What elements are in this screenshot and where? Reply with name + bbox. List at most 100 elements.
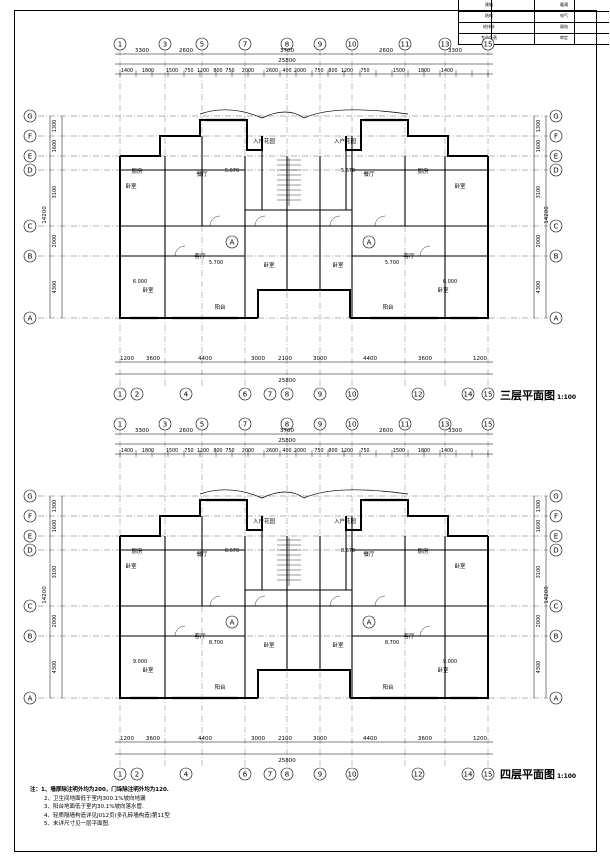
fourth-floor-top-dim-1: 3300 <box>135 428 149 434</box>
third-floor-axis-left-F-label: F <box>28 133 32 141</box>
third-floor-room-label: 入户花园 <box>253 137 276 145</box>
sheet-border <box>14 10 597 852</box>
third-floor-door-arc <box>174 245 186 257</box>
third-floor-axis-bottom-4-circle <box>179 387 193 401</box>
third-floor-top-dim-2: 1400 <box>121 68 133 74</box>
fourth-floor-bottom-dim: 3000 <box>313 736 327 742</box>
third-floor-level-mark: 5.670 <box>225 168 239 174</box>
fourth-floor-axis-bottom-10-circle <box>345 767 359 781</box>
title-block-cell: 暖通 <box>560 2 568 7</box>
fourth-floor-bottom-total: 25800 <box>278 758 296 764</box>
fourth-floor-axis-left-F-label: F <box>28 513 32 521</box>
third-floor-bottom-dim: 3600 <box>418 356 432 362</box>
third-floor-level-mark: 6.000 <box>133 279 147 285</box>
third-floor-outer-wall-right-top <box>345 119 488 157</box>
third-floor-side-dim-right: 3100 <box>536 186 542 199</box>
note-2: 2、卫生间地面低于室内300.1%坡向地漏 <box>44 795 146 802</box>
title-block-cell: 电气 <box>560 13 568 18</box>
third-floor-top-dim-1: 3300 <box>135 48 149 54</box>
third-floor-axis-right-D-circle <box>549 163 563 177</box>
fourth-floor-axis-bottom-15-label: 15 <box>484 771 493 779</box>
third-floor-axis-bottom-10-label: 10 <box>348 391 357 399</box>
third-floor-axis-left-A-label: A <box>28 315 33 323</box>
third-floor-bottom-dim: 3000 <box>313 356 327 362</box>
third-floor-axis-right-F-circle <box>549 129 563 143</box>
fourth-floor-axis-right-C-circle <box>549 599 563 613</box>
third-floor-axis-left-C-circle <box>23 219 37 233</box>
third-floor-room-label: 入户花园 <box>334 137 357 145</box>
third-floor-bottom-dim: 3000 <box>251 356 265 362</box>
fourth-floor-top-dim-2: 2000 <box>294 448 306 454</box>
third-floor-axis-bottom-8-label: 8 <box>285 391 289 399</box>
fourth-floor-axis-bottom-7-circle <box>263 767 277 781</box>
third-floor-top-dim-2: 1800 <box>142 68 154 74</box>
fourth-floor-room-label: 客厅 <box>403 632 415 640</box>
third-floor-axis-top-15-label: 15 <box>484 41 493 49</box>
fourth-floor-level-mark: 9.000 <box>133 659 147 665</box>
third-floor-top-dim-1: 2600 <box>179 48 193 54</box>
fourth-floor-axis-right-D-circle <box>549 543 563 557</box>
third-floor-axis-right-G-label: G <box>553 113 558 121</box>
fourth-floor-axis-right-B-circle <box>549 629 563 643</box>
fourth-floor-level-mark: 8.670 <box>341 548 355 554</box>
third-floor-axis-top-3-label: 3 <box>163 41 167 49</box>
fourth-floor-side-dim-right: 1300 <box>536 500 542 513</box>
fourth-floor-top-dim-2: 750 <box>314 448 323 454</box>
third-floor-axis-right-D-label: D <box>553 167 558 175</box>
third-floor-axis-left-B-circle <box>23 249 37 263</box>
fourth-floor-unit-circle <box>362 615 376 629</box>
third-floor-canopy-curve <box>199 109 409 119</box>
third-floor-side-dim-left: 2000 <box>52 235 58 248</box>
third-floor-axis-right-B-circle <box>549 249 563 263</box>
third-floor-axis-left-G-label: G <box>27 113 32 121</box>
fourth-floor-top-dim-1: 3300 <box>448 428 462 434</box>
fourth-floor-axis-right-A-circle <box>549 691 563 705</box>
fourth-floor-outer-wall-left-top <box>120 499 263 537</box>
third-floor-outer-wall-left-top <box>120 119 263 157</box>
fourth-floor-room-label: 阳台 <box>382 683 394 691</box>
third-floor-room-label: 餐厅 <box>363 170 375 178</box>
third-floor-axis-left-E-label: E <box>28 153 32 161</box>
third-floor-door-arc <box>329 215 341 227</box>
title-block-rule <box>574 0 575 44</box>
third-floor-top-dim-2: 400 <box>282 68 291 74</box>
fourth-floor-axis-top-1-label: 1 <box>118 421 122 429</box>
third-floor-axis-left-B-label: B <box>28 253 33 261</box>
fourth-floor-top-dim-2: 1200 <box>197 448 209 454</box>
fourth-floor-side-total-right: 14200 <box>544 586 550 604</box>
third-floor-side-dim-left: 4300 <box>52 281 58 294</box>
third-floor-axis-top-1-label: 1 <box>118 41 122 49</box>
third-floor-axis-top-11-label: 11 <box>401 41 410 49</box>
fourth-floor-outer-wall-right <box>350 536 489 699</box>
third-floor-axis-right-F-label: F <box>554 133 558 141</box>
fourth-floor-axis-left-D-label: D <box>27 547 32 555</box>
fourth-floor-axis-bottom-12-circle <box>411 767 425 781</box>
third-floor-room-label: 客厅 <box>194 252 206 260</box>
fourth-floor-axis-left-A-circle <box>23 691 37 705</box>
fourth-floor-unit-circle <box>225 615 239 629</box>
third-floor-axis-top-10-label: 10 <box>348 41 357 49</box>
fourth-floor-room-label: 卧室 <box>142 666 154 674</box>
third-floor-unit-circle <box>362 235 376 249</box>
title-block-rule <box>459 44 609 45</box>
title-block-rule <box>534 0 535 44</box>
fourth-floor-top-dim-2: 1200 <box>341 448 353 454</box>
fourth-floor-door-arc <box>419 625 431 637</box>
fourth-floor-unit-mark: A <box>367 619 372 627</box>
fourth-floor-bottom-dim: 2100 <box>278 736 292 742</box>
third-floor-top-dim-1: 2600 <box>379 48 393 54</box>
fourth-floor-level-mark: 8.670 <box>225 548 239 554</box>
title-block-rule <box>491 0 492 44</box>
third-floor-axis-bottom-1-circle <box>113 387 127 401</box>
third-floor-axis-bottom-4-label: 4 <box>184 391 189 399</box>
third-floor-door-arc <box>254 215 266 227</box>
fourth-floor-scale: 1:100 <box>557 773 577 780</box>
third-floor-top-dim-2: 2600 <box>266 68 278 74</box>
third-floor-top-dim-2: 1400 <box>441 68 453 74</box>
fourth-floor-axis-left-B-label: B <box>28 633 33 641</box>
title-block-cell: 审定 <box>560 35 568 40</box>
note-5: 5、未详尺寸见一层平面图. <box>44 821 110 827</box>
third-floor-side-dim-right: 4300 <box>536 281 542 294</box>
third-floor-top-dim-2: 750 <box>360 68 369 74</box>
